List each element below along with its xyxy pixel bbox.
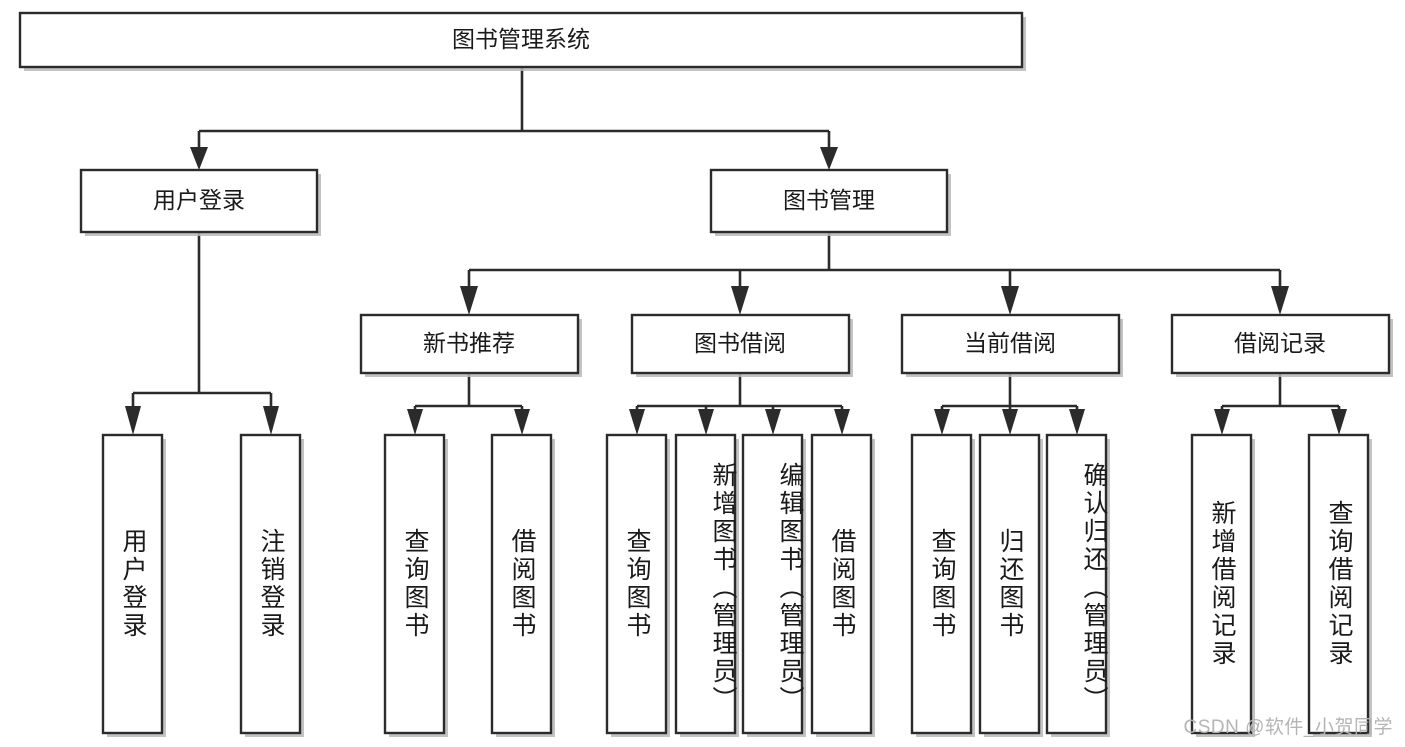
arrow-bookborrow-leaf-4 — [834, 409, 850, 435]
node-root-box — [18, 11, 1024, 69]
arrow-newbook-leaf-2 — [514, 409, 530, 435]
arrow-bookmgmt-to-bookborrow — [731, 286, 749, 315]
arrow-borrowrecord-leaf-1 — [1214, 409, 1230, 435]
arrow-newbook-leaf-1 — [407, 409, 423, 435]
node-book-management[interactable]: 图书管理 — [709, 168, 951, 236]
node-borrow-record-label: 借阅记录 — [1234, 330, 1326, 356]
leaf-confirm-return-box[interactable] — [1045, 433, 1108, 735]
node-current-borrow[interactable]: 当前借阅 — [900, 313, 1123, 377]
node-borrow-record-box — [1170, 313, 1391, 375]
node-book-borrow[interactable]: 图书借阅 — [630, 313, 853, 377]
leaf-return-book-box[interactable] — [978, 433, 1041, 735]
node-user-login-label: 用户登录 — [153, 187, 245, 213]
arrow-bookborrow-leaf-1 — [629, 409, 645, 435]
arrow-bookmgmt-to-currentborrow — [1001, 286, 1019, 315]
leaf-borrow-book-1-box[interactable] — [490, 433, 553, 735]
node-book-management-box — [709, 168, 949, 234]
arrow-bookmgmt-to-borrowrecord — [1271, 286, 1289, 315]
arrow-root-to-userlogin — [190, 147, 208, 170]
csdn-watermark: CSDN @软件_小贺同学 — [1183, 717, 1393, 738]
node-root[interactable]: 图书管理系统 — [18, 11, 1026, 71]
leaf-query-book-2-box[interactable] — [605, 433, 668, 735]
node-user-login[interactable]: 用户登录 — [79, 168, 321, 236]
node-book-borrow-box — [630, 313, 851, 375]
node-borrow-record[interactable]: 借阅记录 — [1170, 313, 1393, 377]
arrow-currentborrow-leaf-3 — [1069, 409, 1085, 435]
leaf-query-book-1-box[interactable] — [383, 433, 446, 735]
leaf-edit-book-box[interactable] — [741, 433, 804, 735]
leaf-query-record-box[interactable] — [1307, 433, 1370, 735]
leaf-add-record-box[interactable] — [1190, 433, 1253, 735]
leaf-user-logout-box[interactable] — [239, 433, 302, 735]
node-new-book-recommend-label: 新书推荐 — [423, 330, 515, 356]
node-new-book-recommend-box — [359, 313, 580, 375]
connector-group — [125, 68, 1347, 435]
arrow-borrowrecord-leaf-2 — [1331, 409, 1347, 435]
arrow-currentborrow-leaf-2 — [1002, 409, 1018, 435]
node-book-borrow-label: 图书借阅 — [694, 330, 786, 356]
node-current-borrow-box — [900, 313, 1121, 375]
arrow-bookmgmt-to-newbook — [460, 286, 478, 315]
arrow-root-to-bookmgmt — [820, 147, 838, 170]
arrow-userlogin-leaf-1 — [125, 406, 141, 435]
leaf-user-login-box[interactable] — [101, 433, 164, 735]
leaf-add-book-box[interactable] — [674, 433, 737, 735]
arrow-userlogin-leaf-2 — [263, 406, 279, 435]
arrow-currentborrow-leaf-1 — [934, 409, 950, 435]
node-book-management-label: 图书管理 — [783, 187, 875, 213]
arrow-bookborrow-leaf-2 — [698, 409, 714, 435]
leaf-box-group — [101, 433, 1372, 737]
leaf-borrow-book-2-box[interactable] — [810, 433, 873, 735]
node-user-login-box — [79, 168, 319, 234]
node-root-label: 图书管理系统 — [452, 26, 590, 52]
node-new-book-recommend[interactable]: 新书推荐 — [359, 313, 582, 377]
arrow-bookborrow-leaf-3 — [765, 409, 781, 435]
node-current-borrow-label: 当前借阅 — [964, 330, 1056, 356]
leaf-query-book-3-box[interactable] — [910, 433, 973, 735]
